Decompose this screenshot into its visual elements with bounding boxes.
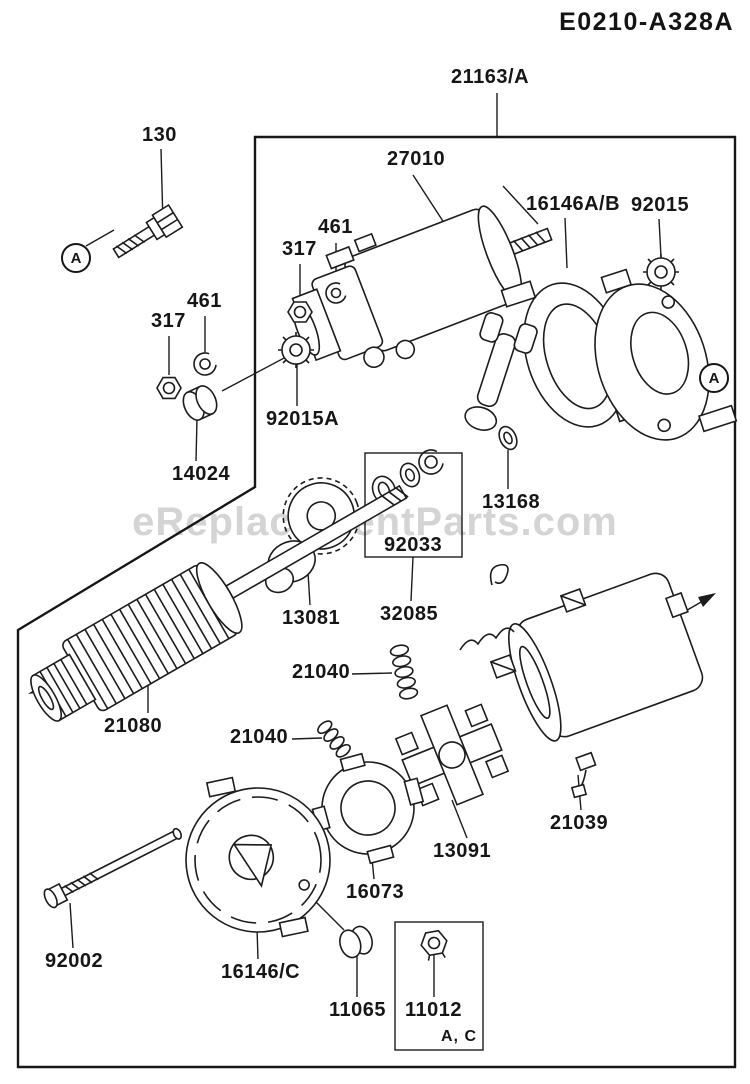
nut-92015a-drawing <box>278 332 314 368</box>
part-label-13081: 13081 <box>282 607 341 629</box>
part-label-14024: 14024 <box>172 463 231 485</box>
cap-14024-drawing <box>182 385 218 421</box>
brush-holder-13091-drawing <box>394 703 510 807</box>
part-label-92002: 92002 <box>45 950 104 972</box>
lever-13168-drawing <box>464 312 538 431</box>
part-label-16146ab: 16146A/B <box>526 193 621 215</box>
part-label-21039: 21039 <box>550 812 609 834</box>
callout-a-left: A <box>61 243 91 273</box>
armature-21080-drawing <box>30 484 409 722</box>
part-label-footnote-ac: A, C <box>441 1028 477 1045</box>
clip-13168-drawing <box>498 425 518 451</box>
washer-461-lower-drawing <box>193 352 217 376</box>
part-label-11012: 11012 <box>405 999 463 1021</box>
assembly-frame <box>16 135 737 1069</box>
spring-21040-upper-drawing <box>389 644 419 700</box>
spring-21040-lower-drawing <box>317 720 351 758</box>
end-cover-16146c-drawing <box>185 776 331 938</box>
part-label-317-lower: 317 <box>151 310 186 332</box>
yoke-21039-drawing <box>508 572 704 742</box>
group-box-11012 <box>394 921 484 1051</box>
nut-317-lower-drawing <box>156 376 182 400</box>
diagram-code-title: E0210-A328A <box>559 8 734 36</box>
part-label-21080: 21080 <box>104 715 163 737</box>
part-label-21163a: 21163/A <box>451 66 530 88</box>
nut-11012-drawing <box>420 929 448 961</box>
part-label-92015a: 92015A <box>266 408 340 430</box>
part-label-130: 130 <box>142 124 177 146</box>
bolt-92002-drawing <box>43 827 183 909</box>
part-label-461-lower: 461 <box>187 290 222 312</box>
part-label-16146c: 16146/C <box>221 961 301 983</box>
bracket-16146ab-drawing <box>500 268 738 441</box>
part-label-13168: 13168 <box>482 491 541 513</box>
solenoid-27010-drawing <box>291 205 553 369</box>
cap-11065-drawing <box>339 925 373 959</box>
washer-461-upper-drawing <box>325 282 347 304</box>
part-label-92033: 92033 <box>384 534 443 556</box>
part-label-21040-upper: 21040 <box>292 661 351 683</box>
nut-317-upper-drawing <box>287 301 313 323</box>
callout-a-right: A <box>699 363 729 393</box>
insulator-16073-drawing <box>311 752 425 865</box>
part-label-92015: 92015 <box>631 194 690 216</box>
part-label-21040-lower: 21040 <box>230 726 289 748</box>
bolt-130-drawing <box>112 203 184 259</box>
nut-92015-drawing <box>643 254 679 290</box>
part-label-27010: 27010 <box>387 148 446 170</box>
part-label-32085: 32085 <box>380 603 439 625</box>
part-label-461-upper: 461 <box>318 216 353 238</box>
part-label-11065: 11065 <box>329 999 387 1021</box>
part-label-13091: 13091 <box>433 840 492 862</box>
part-label-16073: 16073 <box>346 881 405 903</box>
part-label-317-upper: 317 <box>282 238 317 260</box>
brush-wires-drawing <box>459 563 597 799</box>
